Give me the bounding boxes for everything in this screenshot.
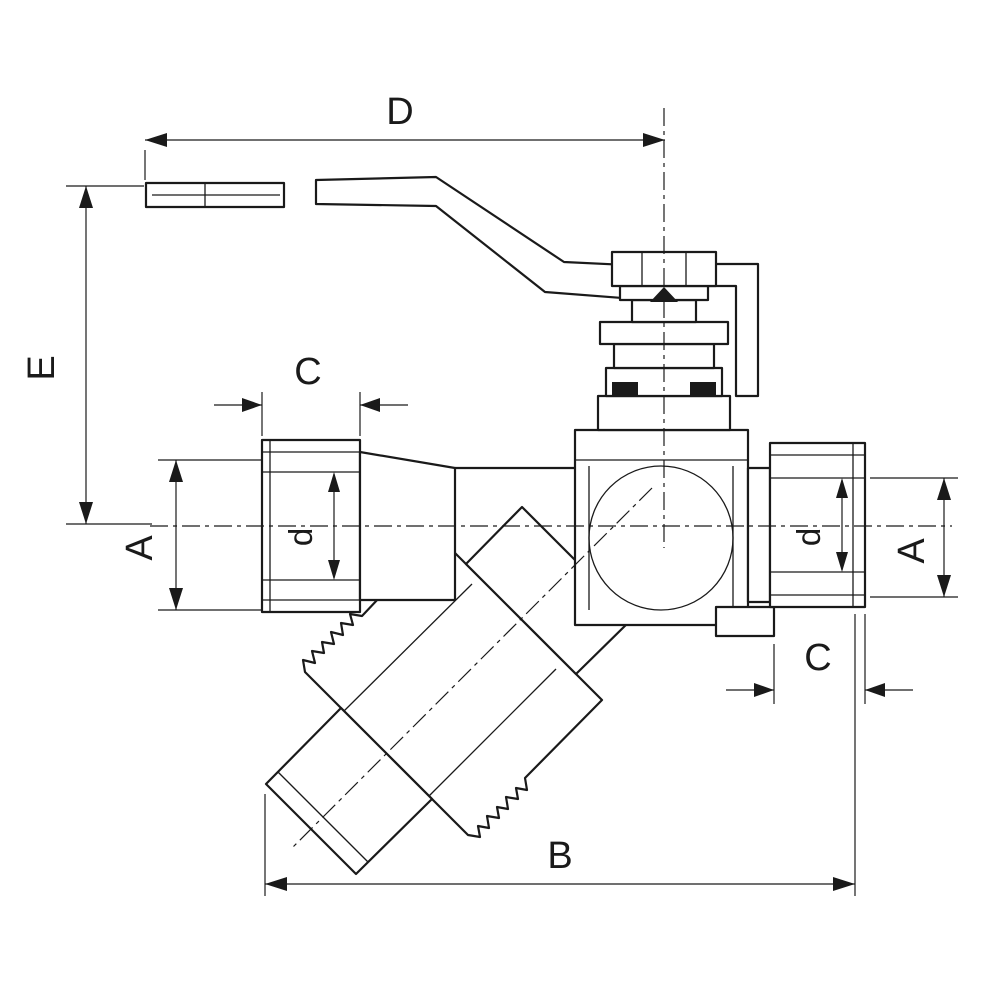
dimension-E: E xyxy=(21,185,152,525)
dimension-d-left: d xyxy=(282,472,340,580)
stem-seal-right xyxy=(690,382,716,396)
dim-label-d-right: d xyxy=(790,528,827,546)
body-center xyxy=(573,428,750,627)
strainer-centerline xyxy=(289,487,653,851)
arrowhead xyxy=(169,588,183,610)
arrowhead xyxy=(328,560,340,580)
arrowhead xyxy=(937,478,951,500)
right-port xyxy=(768,441,867,609)
arrowhead xyxy=(242,398,262,412)
centerlines xyxy=(150,108,952,851)
dim-label-A-left: A xyxy=(119,535,161,561)
dim-label-C-right: C xyxy=(804,637,831,679)
arrowhead xyxy=(360,398,380,412)
dim-label-D: D xyxy=(386,91,413,133)
strainer-inner-line-right xyxy=(428,668,557,797)
arrowhead xyxy=(754,683,774,697)
dim-label-C-left: C xyxy=(294,351,321,393)
stem-seal-left xyxy=(612,382,638,396)
handle-arm xyxy=(314,175,650,302)
dimension-d-right: d xyxy=(790,478,848,572)
strainer-inner-line-left xyxy=(343,583,473,712)
dimension-A-left: A xyxy=(119,459,262,611)
arrowhead xyxy=(643,133,665,147)
arrowhead xyxy=(836,478,848,498)
bottom-right-flange xyxy=(714,605,776,638)
dimension-C-left: C xyxy=(214,351,408,436)
dimension-D: D xyxy=(144,91,665,180)
arrowhead xyxy=(79,502,93,524)
dim-label-d-left: d xyxy=(282,528,319,546)
arrowhead xyxy=(865,683,885,697)
handle-lever xyxy=(144,175,760,398)
arrowhead xyxy=(937,575,951,597)
dim-label-B: B xyxy=(547,835,572,877)
right-neck xyxy=(746,466,772,604)
dimension-C-right: C xyxy=(726,614,913,704)
arrowhead xyxy=(169,460,183,482)
dim-label-E: E xyxy=(21,355,63,380)
arrowhead xyxy=(145,133,167,147)
dimension-B: B xyxy=(264,614,856,896)
arrowhead xyxy=(328,472,340,492)
dim-label-A-right: A xyxy=(891,538,933,564)
arrowhead xyxy=(79,186,93,208)
dimension-A-right: A xyxy=(870,477,958,598)
arrowhead xyxy=(836,552,848,572)
arrowhead xyxy=(265,877,287,891)
arrowhead xyxy=(833,877,855,891)
